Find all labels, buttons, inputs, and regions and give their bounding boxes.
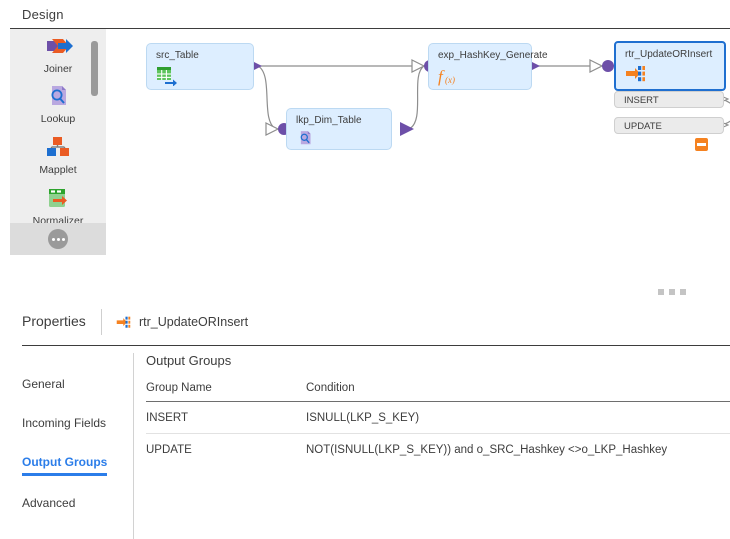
tabs-separator (133, 353, 134, 539)
header-divider (101, 309, 102, 335)
page-title: Properties (22, 313, 86, 329)
palette-item-mapplet[interactable]: Mapplet (10, 132, 106, 176)
palette-item-label: Joiner (43, 63, 73, 75)
tab-label: Output Groups (22, 455, 108, 469)
pane-title: Output Groups (146, 353, 232, 368)
properties-panel: Properties rtr_UpdateORInsert General (0, 301, 730, 539)
palette-more-icon[interactable] (48, 229, 68, 249)
header-rule (22, 345, 730, 346)
palette-scroll-area[interactable]: Joiner Lookup (10, 29, 106, 244)
column-header-condition: Condition (306, 382, 730, 402)
cell-condition[interactable]: ISNULL(LKP_S_KEY) (306, 401, 730, 434)
output-group-row-update[interactable]: UPDATE (614, 117, 724, 134)
mapping-canvas[interactable]: src_Table lkp_Dim_Table (106, 29, 730, 283)
design-region: Joiner Lookup (10, 28, 730, 283)
node-src-table[interactable]: src_Table (146, 43, 254, 90)
tab-label: General (22, 377, 65, 391)
router-icon (625, 65, 647, 85)
table-row[interactable]: INSERT ISNULL(LKP_S_KEY) (146, 401, 730, 434)
column-header-group-name: Group Name (146, 382, 306, 402)
node-label: lkp_Dim_Table (296, 115, 362, 126)
tab-output-groups[interactable]: Output Groups (22, 455, 108, 476)
output-groups-table: Group Name Condition INSERT ISNULL(LKP_S… (146, 382, 730, 465)
palette-item-label: Mapplet (39, 164, 77, 176)
expression-fx-icon: f (x) (438, 66, 460, 86)
cell-condition[interactable]: NOT(ISNULL(LKP_S_KEY)) and o_SRC_Hashkey… (306, 444, 668, 456)
palette-item-label: Lookup (40, 113, 76, 125)
properties-header: Properties rtr_UpdateORInsert (0, 301, 730, 342)
normalizer-icon (10, 183, 106, 213)
panel-splitter[interactable] (10, 283, 730, 302)
node-exp-hashkey-generate[interactable]: exp_HashKey_Generate f (x) (428, 43, 548, 90)
palette-item-lookup[interactable]: Lookup (10, 81, 106, 125)
svg-text:f: f (438, 67, 445, 86)
output-groups-pane: Output Groups Group Name Condition INSER… (146, 353, 730, 465)
joiner-icon (10, 31, 106, 61)
cell-group-name: UPDATE (146, 444, 192, 456)
tab-active-underline (22, 473, 107, 476)
table-row[interactable]: UPDATE NOT(ISNULL(LKP_S_KEY)) and o_SRC_… (146, 434, 730, 466)
node-label: src_Table (156, 50, 199, 61)
lookup-icon (296, 129, 318, 149)
node-rtr-update-or-insert[interactable]: rtr_UpdateORInsert (614, 41, 726, 91)
design-header: Design (0, 0, 730, 28)
node-label: exp_HashKey_Generate (438, 50, 548, 61)
palette-item-normalizer[interactable]: Normalizer (10, 183, 106, 227)
output-group-row-insert[interactable]: INSERT (614, 91, 724, 108)
router-icon (116, 315, 132, 330)
tab-general[interactable]: General (22, 377, 65, 391)
tab-advanced[interactable]: Advanced (22, 496, 75, 510)
mapplet-icon (10, 132, 106, 162)
node-lkp-dim-table[interactable]: lkp_Dim_Table (286, 108, 392, 150)
properties-tab-list: General Incoming Fields Output Groups Ad… (0, 353, 133, 539)
cell-group-name: INSERT (146, 401, 306, 434)
design-title: Design (22, 7, 64, 22)
tab-label: Advanced (22, 496, 76, 510)
transformation-palette[interactable]: Joiner Lookup (10, 29, 106, 255)
tab-label: Incoming Fields (22, 416, 107, 430)
palette-scrollbar[interactable] (91, 29, 102, 229)
lookup-icon (10, 81, 106, 111)
palette-item-joiner[interactable]: Joiner (10, 31, 106, 75)
selected-object-name: rtr_UpdateORInsert (139, 315, 249, 329)
palette-scrollbar-thumb[interactable] (91, 41, 98, 96)
svg-text:(x): (x) (445, 75, 455, 85)
table-header-row: Group Name Condition (146, 382, 730, 402)
node-label: rtr_UpdateORInsert (625, 49, 713, 60)
remove-group-icon[interactable] (695, 138, 708, 151)
tab-incoming-fields[interactable]: Incoming Fields (22, 416, 106, 430)
splitter-handle-dots[interactable] (658, 289, 686, 295)
palette-footer (10, 223, 106, 255)
source-table-icon (156, 66, 178, 87)
